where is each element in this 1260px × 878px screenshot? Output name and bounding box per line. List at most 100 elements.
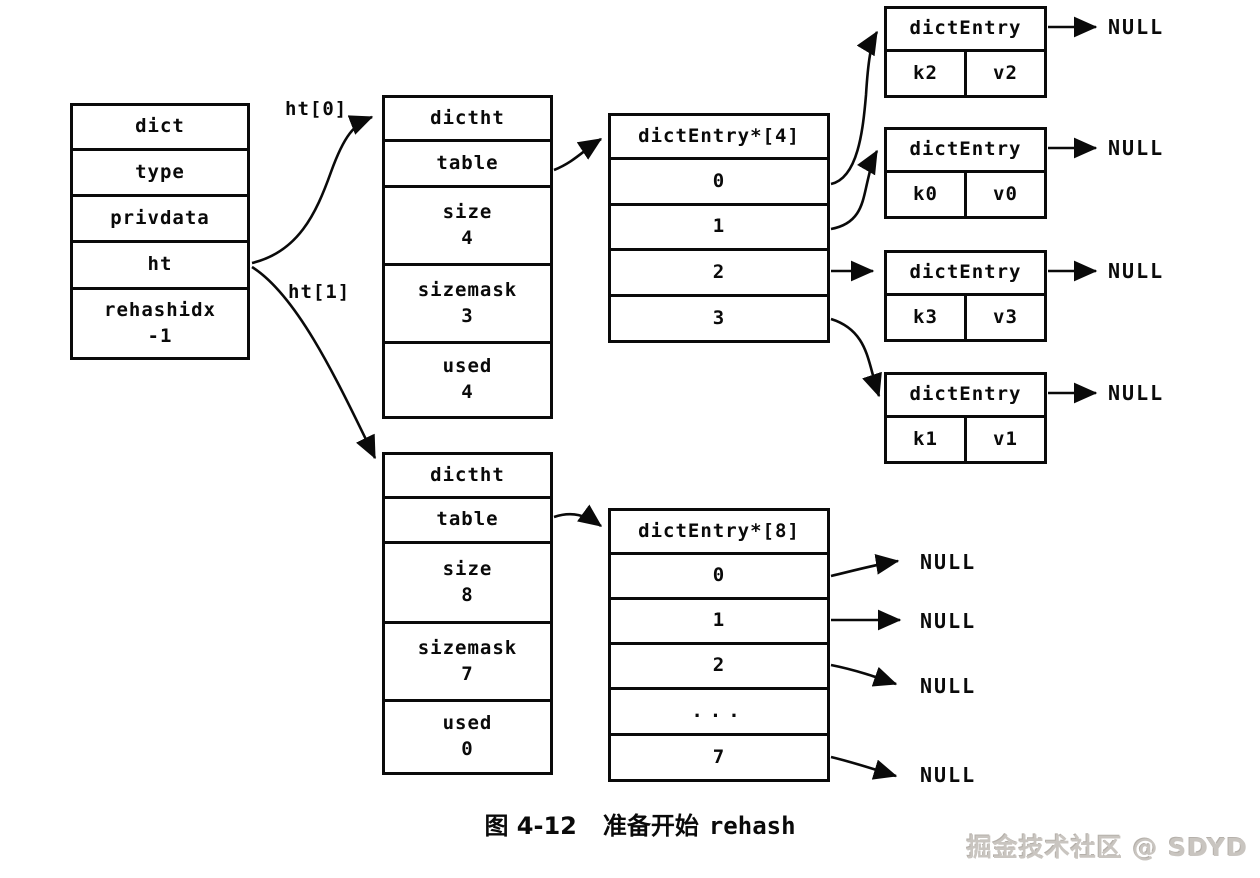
dictht1-row-table: table — [385, 496, 550, 541]
bucket1-slot-7: 7 — [611, 733, 827, 779]
dictht1-title-text: dictht — [430, 463, 505, 486]
entry-k1-title-text: dictEntry — [909, 383, 1022, 406]
bucket1-slot-2: 2 — [611, 642, 827, 687]
bucket1-slot-1-index: 1 — [712, 609, 726, 632]
dict-label: dict — [135, 115, 185, 138]
bucket1-slot-ellipsis-text: ... — [691, 699, 747, 722]
entry-box-k2: dictEntry k2 v2 — [884, 6, 1047, 98]
dictht0-row-used: used 4 — [385, 341, 550, 416]
bucket1-slot-0: 0 — [611, 552, 827, 597]
entry-k2-title-text: dictEntry — [909, 17, 1022, 40]
dictht0-used-value: 4 — [461, 381, 474, 403]
bucket0-slot-1: 1 — [611, 203, 827, 248]
entry-k1-kv: k1 v1 — [887, 415, 1044, 461]
bucket1-slot7-null: NULL — [920, 763, 977, 787]
entry-k3-value: v3 — [964, 296, 1044, 339]
dictht0-row-size: size 4 — [385, 185, 550, 263]
rehashidx-label: rehashidx — [104, 298, 216, 321]
bucket0-slot-1-index: 1 — [712, 215, 726, 238]
entry-box-k0: dictEntry k0 v0 — [884, 127, 1047, 219]
entry-k3-title-text: dictEntry — [909, 261, 1022, 284]
bucket-array-1: dictEntry*[8] 0 1 2 ... 7 — [608, 508, 830, 782]
entry-k1-key: k1 — [913, 427, 938, 450]
arrow-table0-to-bucket4 — [553, 137, 603, 172]
dictht1-row-size: size 8 — [385, 541, 550, 621]
dict-box-row-privdata: privdata — [73, 194, 247, 240]
bucket0-slot-0-index: 0 — [712, 169, 726, 192]
entry-k2-value: v2 — [964, 52, 1044, 95]
figure-caption: 图 4-12 准备开始 rehash — [420, 806, 860, 841]
watermark: 掘金技术社区 @ SDYD — [966, 833, 1248, 862]
dictht1-size-label: size — [442, 557, 493, 580]
bucket-array-1-title-text: dictEntry*[8] — [638, 519, 800, 542]
caption-code: rehash — [708, 812, 796, 840]
entry-k0-title-text: dictEntry — [909, 138, 1022, 161]
dictht0-title: dictht — [385, 98, 550, 139]
entry-k3-kv: k3 v3 — [887, 293, 1044, 339]
type-label: type — [135, 160, 185, 183]
entry-k0-title: dictEntry — [887, 130, 1044, 170]
dictht-box-1: dictht table size 8 sizemask 7 used 0 — [382, 452, 553, 775]
entry-k0-key: k0 — [913, 182, 938, 205]
dictht0-sizemask-label: sizemask — [417, 278, 518, 301]
dictht0-row-table: table — [385, 139, 550, 185]
dictht0-used-label: used — [442, 355, 493, 378]
arrow-table1-to-bucket8 — [553, 504, 603, 528]
arrow-ht1-slot7-null — [830, 755, 898, 780]
dictht1-row-used: used 0 — [385, 699, 550, 772]
dictht1-used-value: 0 — [461, 738, 474, 760]
dictht0-row-sizemask: sizemask 3 — [385, 263, 550, 341]
ht-label: ht — [147, 253, 173, 276]
arrow-slot0-to-entry-k2 — [830, 30, 879, 186]
entry-k3-null: NULL — [1108, 259, 1165, 283]
bucket0-slot-2-index: 2 — [712, 260, 726, 283]
entry-k2-null: NULL — [1108, 15, 1165, 39]
ht0-pointer-label: ht[0] — [285, 98, 348, 120]
bucket0-slot-3: 3 — [611, 294, 827, 340]
arrow-ht1-slot2-null — [830, 663, 898, 687]
bucket-array-0: dictEntry*[4] 0 1 2 3 — [608, 113, 830, 343]
entry-k3-title: dictEntry — [887, 253, 1044, 293]
bucket1-slot-1: 1 — [611, 597, 827, 642]
dictht-box-0: dictht table size 4 sizemask 3 used 4 — [382, 95, 553, 419]
entry-k2-kv: k2 v2 — [887, 49, 1044, 95]
ht1-pointer-label: ht[1] — [288, 281, 351, 303]
dictht1-row-sizemask: sizemask 7 — [385, 621, 550, 699]
entry-k2-key: k2 — [913, 61, 938, 84]
entry-k1-value: v1 — [964, 418, 1044, 461]
dictht1-used-label: used — [442, 712, 493, 735]
arrow-slot1-to-entry-k0 — [830, 149, 879, 231]
entry-k1-title: dictEntry — [887, 375, 1044, 415]
entry-k3-key: k3 — [913, 305, 938, 328]
dictht0-size-label: size — [442, 200, 493, 223]
privdata-label: privdata — [110, 206, 210, 229]
arrow-ht1-slot0-null — [830, 553, 900, 578]
bucket0-slot-2: 2 — [611, 248, 827, 294]
dictht0-title-text: dictht — [430, 106, 505, 129]
dictht1-size-value: 8 — [461, 583, 474, 606]
figure-number: 图 4-12 — [484, 812, 577, 840]
dictht0-size-value: 4 — [461, 226, 474, 249]
bucket0-slot-0: 0 — [611, 157, 827, 203]
dict-box-row-rehashidx: rehashidx -1 — [73, 287, 247, 357]
caption-text: 准备开始 — [602, 812, 699, 840]
arrow-ht0 — [251, 115, 374, 265]
arrow-slot3-to-entry-k1 — [830, 317, 882, 398]
dict-box-row-dict: dict — [73, 106, 247, 148]
bucket1-slot-ellipsis: ... — [611, 687, 827, 733]
entry-k0-null: NULL — [1108, 136, 1165, 160]
dictht0-table-label: table — [436, 151, 499, 174]
dictht1-sizemask-label: sizemask — [417, 636, 518, 659]
rehashidx-value: -1 — [147, 324, 173, 347]
bucket1-slot-0-index: 0 — [712, 564, 726, 587]
bucket1-slot1-null: NULL — [920, 609, 977, 633]
entry-box-k1: dictEntry k1 v1 — [884, 372, 1047, 464]
dictht0-sizemask-value: 3 — [461, 304, 474, 327]
dict-box-row-ht: ht — [73, 240, 247, 287]
bucket1-slot-7-index: 7 — [712, 745, 726, 768]
bucket-array-0-title-text: dictEntry*[4] — [638, 124, 800, 147]
dict-box-row-type: type — [73, 148, 247, 194]
dictht1-sizemask-value: 7 — [461, 662, 474, 685]
bucket1-slot-2-index: 2 — [712, 654, 726, 677]
